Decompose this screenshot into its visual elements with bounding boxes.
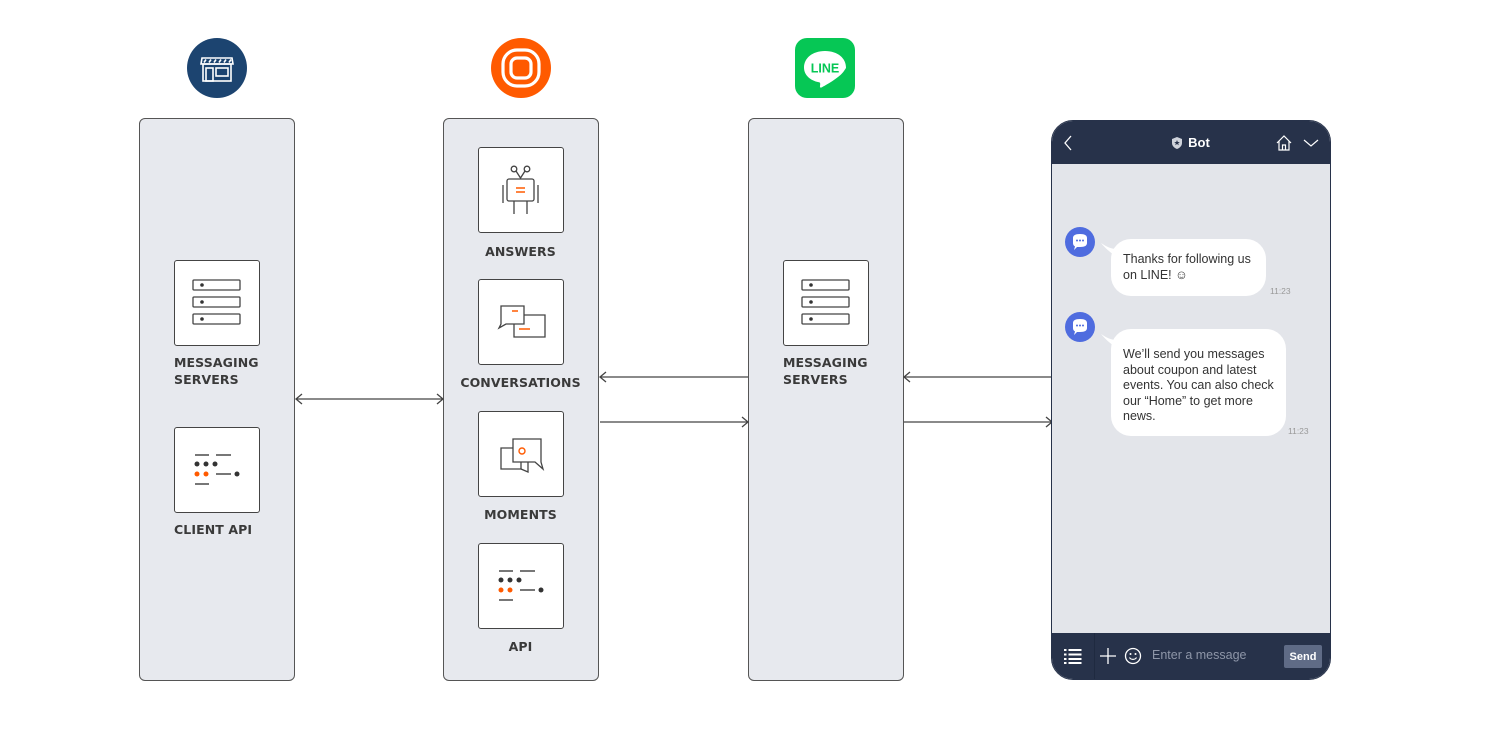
message-bubble: We’ll send you messages about coupon and… [1111, 329, 1286, 436]
bot-avatar [1065, 312, 1095, 342]
api-dots-icon [498, 570, 544, 601]
orange-rings-logo [491, 38, 551, 98]
message-time: 11:23 [1288, 426, 1309, 436]
moments-label: MOMENTS [484, 507, 557, 522]
line-logo: LINE [795, 38, 855, 98]
storefront-icon [187, 38, 247, 98]
server-stack-icon [801, 279, 850, 325]
phone-chat-mockup: Bot Thanks for following us on LINE! ☺ 1… [1051, 120, 1331, 680]
storefront-logo [187, 38, 247, 98]
chat-bubble-avatar-icon [1073, 319, 1087, 335]
chat-messages: Thanks for following us on LINE! ☺ 11:23… [1052, 164, 1330, 633]
official-shield-icon [1172, 137, 1183, 149]
bot-avatar [1065, 227, 1095, 257]
chat-title-text: Bot [1188, 135, 1210, 150]
messaging-servers-label: MESSAGING SERVERS [174, 355, 259, 387]
arrow-client-platform [294, 393, 445, 405]
chat-bubble-avatar-icon [1073, 234, 1087, 250]
arrow-line-to-phone [904, 416, 1054, 428]
message-time: 11:23 [1270, 286, 1291, 296]
line-messaging-servers-card[interactable] [783, 260, 869, 346]
line-logo-icon: LINE [795, 38, 855, 98]
answers-label: ANSWERS [485, 244, 556, 259]
conversations-card[interactable] [478, 279, 564, 365]
chevron-down-icon[interactable] [1302, 134, 1320, 152]
client-column: MESSAGING SERVERS CLIENT API [139, 118, 295, 681]
send-button[interactable]: Send [1284, 645, 1322, 668]
client-api-label: CLIENT API [174, 522, 253, 537]
api-card[interactable] [478, 543, 564, 629]
chat-input-bar: Send [1052, 633, 1330, 679]
conversations-label: CONVERSATIONS [460, 375, 581, 390]
arrow-phone-to-line [902, 371, 1052, 383]
api-label: API [508, 639, 533, 654]
line-logo-text: LINE [811, 62, 839, 76]
back-chevron-icon[interactable] [1062, 134, 1074, 152]
arrow-platform-to-line [600, 416, 750, 428]
chat-header: Bot [1052, 121, 1330, 164]
emoji-icon[interactable] [1124, 647, 1142, 665]
footer-divider [1094, 633, 1095, 679]
line-messaging-servers-label: MESSAGING SERVERS [783, 355, 868, 387]
arrow-line-to-platform [598, 371, 748, 383]
platform-column: ANSWERS CONVERSATIONS MOMENTS [443, 118, 599, 681]
message-input[interactable] [1152, 648, 1272, 662]
conversation-bubbles-icon [497, 305, 546, 338]
home-icon[interactable] [1275, 134, 1293, 152]
messaging-servers-card[interactable] [174, 260, 260, 346]
platform-logo [491, 38, 551, 98]
robot-icon [502, 165, 539, 214]
api-dots-icon [194, 454, 240, 485]
menu-list-icon[interactable] [1064, 648, 1082, 664]
moments-bubbles-icon [500, 438, 545, 473]
message-bubble: Thanks for following us on LINE! ☺ [1111, 239, 1266, 296]
chat-title: Bot [1052, 135, 1330, 150]
client-api-card[interactable] [174, 427, 260, 513]
server-stack-icon [192, 279, 241, 325]
answers-card[interactable] [478, 147, 564, 233]
moments-card[interactable] [478, 411, 564, 497]
line-column: MESSAGING SERVERS [748, 118, 904, 681]
plus-icon[interactable] [1099, 647, 1117, 665]
